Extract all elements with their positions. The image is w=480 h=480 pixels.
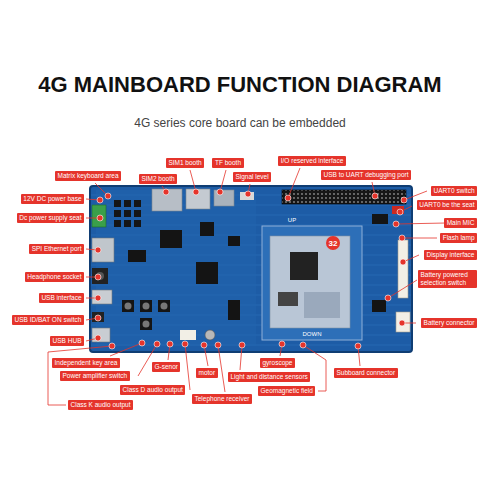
board-marking: DOWN xyxy=(303,331,322,337)
callout-label: Geomagnetic field xyxy=(258,386,315,396)
callout-label: Power amplifier switch xyxy=(60,371,130,381)
callout-label: motor xyxy=(196,368,218,378)
usb-hub-port xyxy=(92,328,110,342)
display-connector xyxy=(398,240,408,298)
core-board xyxy=(262,226,362,340)
callout-label: Class K audio output xyxy=(68,400,133,410)
label-text: Signal level xyxy=(235,173,268,181)
signal-led xyxy=(240,192,254,200)
board-marking: UP xyxy=(288,217,296,223)
callout-label: Independent key area xyxy=(52,358,120,368)
pcb-region xyxy=(96,190,256,346)
callout-label: Battery powered selection switch xyxy=(418,270,477,288)
callout-dots xyxy=(95,189,407,349)
label-text: Class D audio output xyxy=(123,386,183,394)
callout-label: Battery connector xyxy=(421,318,477,328)
label-text: I/O reserved interface xyxy=(281,157,344,165)
diagram-caption: 4G series core board can be embedded xyxy=(0,116,480,130)
label-text: SIM1 booth xyxy=(168,159,201,167)
label-text: Geomagnetic field xyxy=(261,387,313,395)
tf-slot xyxy=(214,190,234,206)
callout-label: Main MIC xyxy=(444,218,477,228)
diagram-title: 4G MAINBOARD FUNCTION DIAGRAM xyxy=(0,72,480,98)
label-text: SIM2 booth xyxy=(141,175,174,183)
core-part xyxy=(278,292,298,306)
callout-label: Display interface xyxy=(424,250,477,260)
label-text: TF booth xyxy=(215,159,241,167)
ethernet-port xyxy=(92,238,114,262)
uart-switch xyxy=(392,206,404,214)
label-text: Independent key area xyxy=(55,359,118,367)
label-text: Flash lamp xyxy=(443,234,475,242)
callout-label: UART0 switch xyxy=(431,186,477,196)
label-text: Subboard connector xyxy=(337,369,396,377)
battery-connector xyxy=(396,312,410,332)
label-text: Telephone receiver xyxy=(195,395,250,403)
switch-part xyxy=(92,312,104,322)
label-text: USB ID/BAT ON switch xyxy=(15,316,82,324)
independent-keys xyxy=(122,300,170,330)
callout-label: G-senor xyxy=(152,362,180,372)
callout-label: USB interface xyxy=(39,293,84,303)
callout-label: Subboard connector xyxy=(334,368,398,378)
callout-label: Headphone socket xyxy=(25,272,84,282)
callout-label: Dc power supply seat xyxy=(17,213,84,223)
label-text: SPI Ethernet port xyxy=(32,245,82,253)
label-text: Matrix keyboard area xyxy=(57,172,118,180)
callout-label: SIM2 booth xyxy=(139,174,177,184)
core-chip xyxy=(290,252,318,280)
label-text: USB to UART debugging port xyxy=(323,171,408,179)
label-text: Class K audio output xyxy=(71,401,131,409)
callout-label: UART0 be the seat xyxy=(417,200,477,210)
motor-part xyxy=(205,330,215,340)
callout-label: Matrix keyboard area xyxy=(55,171,121,181)
callout-label: Light and distance sensors xyxy=(228,372,310,382)
callout-label: USB HUB xyxy=(50,336,84,346)
callout-label: TF booth xyxy=(212,158,243,168)
usb-port xyxy=(92,290,112,304)
callout-number: 32 xyxy=(329,239,338,248)
sim-slot xyxy=(186,189,210,209)
callout-label: Flash lamp xyxy=(440,233,477,243)
label-text: gyroscope xyxy=(263,359,293,367)
label-text: motor xyxy=(199,369,216,377)
label-text: Battery connector xyxy=(424,319,475,327)
callout-label: gyroscope xyxy=(260,358,295,368)
label-text: Display interface xyxy=(426,251,474,259)
label-text: Light and distance sensors xyxy=(231,373,308,381)
callout-label: SIM1 booth xyxy=(166,158,204,168)
io-header xyxy=(282,190,406,204)
leader-lines xyxy=(48,168,446,405)
label-text: Main MIC xyxy=(447,219,475,227)
headphone-jack xyxy=(92,268,108,284)
label-text: UART0 switch xyxy=(433,187,474,195)
core-shield xyxy=(304,292,340,318)
callout-label: USB to UART debugging port xyxy=(321,170,411,180)
dc-jack xyxy=(92,205,106,227)
sim-slot xyxy=(152,189,182,211)
callout-label: I/O reserved interface xyxy=(278,156,346,166)
callout-label: USB ID/BAT ON switch xyxy=(12,315,84,325)
label-text: G-senor xyxy=(155,363,178,371)
label-text: Power amplifier switch xyxy=(63,372,128,380)
callout-label: SPI Ethernet port xyxy=(29,244,84,254)
headphone-hole xyxy=(96,272,104,280)
callout-circle xyxy=(326,236,340,250)
label-text: UART0 be the seat xyxy=(419,201,474,209)
label-text: 12V DC power base xyxy=(23,195,81,203)
pcb-board xyxy=(90,186,412,352)
label-text: Battery powered selection switch xyxy=(421,271,475,287)
matrix-keys xyxy=(114,200,141,227)
callout-label: Telephone receiver xyxy=(192,394,252,404)
label-text: USB HUB xyxy=(53,337,82,345)
core-module xyxy=(270,236,350,328)
label-text: Headphone socket xyxy=(27,273,81,281)
label-text: USB interface xyxy=(41,294,81,302)
label-text: Dc power supply seat xyxy=(19,214,81,222)
audio-connector xyxy=(180,330,196,340)
callout-label: Class D audio output xyxy=(120,385,185,395)
callout-label: Signal level xyxy=(233,172,271,182)
callout-label: 12V DC power base xyxy=(21,194,84,204)
